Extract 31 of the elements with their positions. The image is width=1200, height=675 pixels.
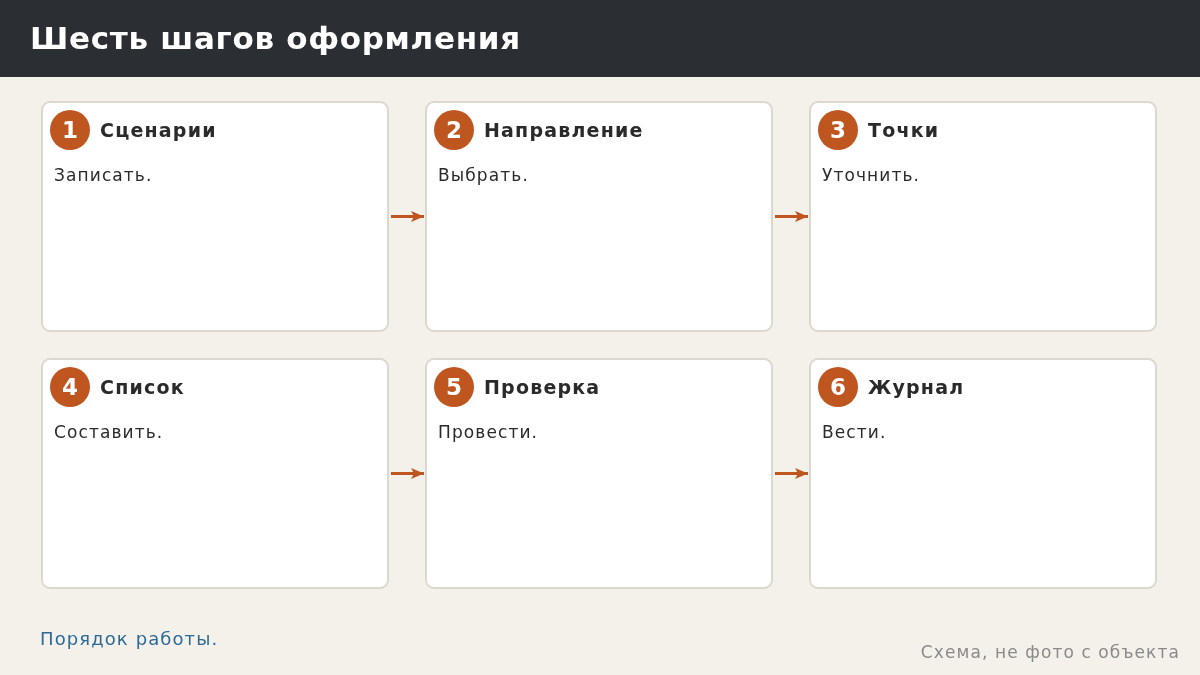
step-card [41,358,389,589]
step-number: 2 [434,110,474,150]
step-number: 1 [50,110,90,150]
step-text: Уточнить. [822,165,922,187]
step-text: Составить. [54,422,165,444]
step-title: Журнал [868,375,965,399]
step-title: Список [100,375,185,399]
step-title: Направление [484,118,644,142]
step-card [809,358,1157,589]
step-number: 3 [818,110,858,150]
step-card [809,101,1157,332]
step-text: Провести. [438,422,540,444]
step-title: Проверка [484,375,601,399]
arrow [775,211,808,222]
step-title: Точки [868,118,940,142]
step-number: 6 [818,367,858,407]
step-text: Записать. [54,165,154,187]
caption: Порядок работы. [40,628,219,650]
step-text: Вести. [822,422,888,444]
arrow [775,468,808,479]
step-number: 4 [50,367,90,407]
step-card [425,101,773,332]
step-number: 5 [434,367,474,407]
arrow [391,468,424,479]
note: Схема, не фото с объекта [920,642,1180,663]
diagram-title: Шесть шагов оформления [30,19,521,58]
step-title: Сценарии [100,118,217,142]
arrow [391,211,424,222]
step-text: Выбрать. [438,165,530,187]
step-card [41,101,389,332]
step-card [425,358,773,589]
